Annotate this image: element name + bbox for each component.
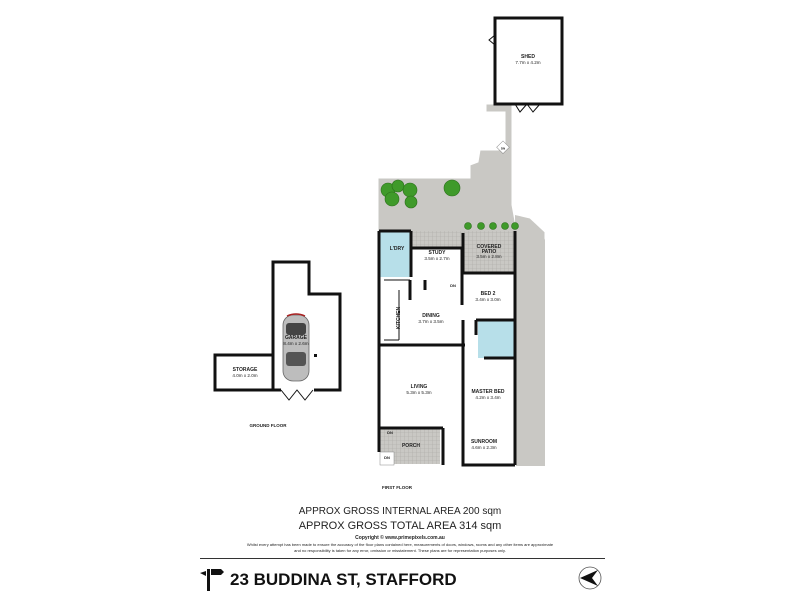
label-covered-patio: COVERED PATIO 3.5m x 2.8m xyxy=(476,244,501,259)
room-bathroom xyxy=(478,320,514,358)
svg-text:DINING: DINING xyxy=(422,313,440,319)
svg-text:GROUND FLOOR: GROUND FLOOR xyxy=(250,423,288,428)
svg-text:5.3m x 5.3m: 5.3m x 5.3m xyxy=(406,390,431,395)
label-sunroom: SUNROOM 4.6m x 2.3m xyxy=(471,439,497,450)
side-path xyxy=(515,215,545,466)
svg-text:STUDY: STUDY xyxy=(429,250,447,256)
svg-text:MASTER BED: MASTER BED xyxy=(471,389,504,395)
room-covered-patio xyxy=(463,231,515,273)
svg-text:PATIO: PATIO xyxy=(482,249,497,255)
disclaimer-line-1: Whilst every attempt has been made to en… xyxy=(246,542,554,547)
house-walls xyxy=(377,229,517,467)
label-living: LIVING 5.3m x 5.3m xyxy=(406,384,431,395)
svg-text:3.4m x 3.0m: 3.4m x 3.0m xyxy=(475,297,500,302)
property-address: 23 BUDDINA ST, STAFFORD xyxy=(230,570,457,589)
signpost-icon xyxy=(200,569,224,591)
svg-text:DN: DN xyxy=(384,455,390,460)
svg-text:SUNROOM: SUNROOM xyxy=(471,439,497,445)
label-study: STUDY 3.5m x 2.7m DN xyxy=(424,250,456,288)
svg-text:3.5m x 2.8m: 3.5m x 2.8m xyxy=(476,254,501,259)
yard-stair: DN xyxy=(496,140,510,155)
svg-text:LIVING: LIVING xyxy=(411,384,428,390)
svg-text:3.5m x 2.7m: 3.5m x 2.7m xyxy=(424,256,449,261)
label-porch: PORCH DN DN xyxy=(384,430,420,460)
garden-plants xyxy=(380,179,519,230)
car-icon xyxy=(282,313,310,382)
gross-internal-area: APPROX GROSS INTERNAL AREA 200 sqm xyxy=(298,506,502,517)
north-compass-icon xyxy=(578,566,602,590)
svg-text:COVERED: COVERED xyxy=(477,244,502,250)
shed-door xyxy=(514,103,541,113)
label-dining: DINING 3.7m x 3.5m xyxy=(418,313,443,324)
copyright: Copyright © www.primepixels.com.au xyxy=(355,535,445,541)
svg-text:SHED: SHED xyxy=(521,54,535,60)
svg-text:DN: DN xyxy=(387,430,393,435)
svg-text:PORCH: PORCH xyxy=(402,443,420,449)
gross-total-area: APPROX GROSS TOTAL AREA 314 sqm xyxy=(298,520,502,532)
garage-building: GARAGE 8.4m x 2.6m STORAGE 4.0m x 2.0m G… xyxy=(213,260,342,428)
label-bed-2: BED 2 3.4m x 3.0m xyxy=(475,291,500,302)
label-first-floor: FIRST FLOOR xyxy=(382,485,413,490)
room-shed: SHED 7.7m x 4.2m xyxy=(488,16,564,113)
shed-side-door xyxy=(488,34,496,46)
svg-text:BED 2: BED 2 xyxy=(481,291,496,297)
label-kitchen: KITCHEN xyxy=(396,307,402,330)
disclaimer-line-2: and no responsibility is taken for any e… xyxy=(294,548,506,553)
svg-text:4.2m x 3.4m: 4.2m x 3.4m xyxy=(475,395,500,400)
svg-text:DN: DN xyxy=(450,283,456,288)
svg-text:DN: DN xyxy=(501,147,505,151)
svg-text:3.7m x 3.5m: 3.7m x 3.5m xyxy=(418,319,443,324)
svg-text:STORAGE: STORAGE xyxy=(233,367,258,373)
label-laundry: L'DRY xyxy=(390,246,405,252)
label-master-bed: MASTER BED 4.2m x 3.4m xyxy=(471,389,504,400)
porch-stairs xyxy=(379,451,395,466)
room-laundry xyxy=(380,231,411,277)
svg-text:GARAGE: GARAGE xyxy=(285,335,308,341)
svg-text:7.7m x 4.2m: 7.7m x 4.2m xyxy=(515,60,540,65)
divider xyxy=(200,558,605,559)
svg-text:4.6m x 2.3m: 4.6m x 2.3m xyxy=(471,445,496,450)
svg-text:4.0m x 2.0m: 4.0m x 2.0m xyxy=(232,373,257,378)
svg-text:8.4m x 2.6m: 8.4m x 2.6m xyxy=(283,341,308,346)
